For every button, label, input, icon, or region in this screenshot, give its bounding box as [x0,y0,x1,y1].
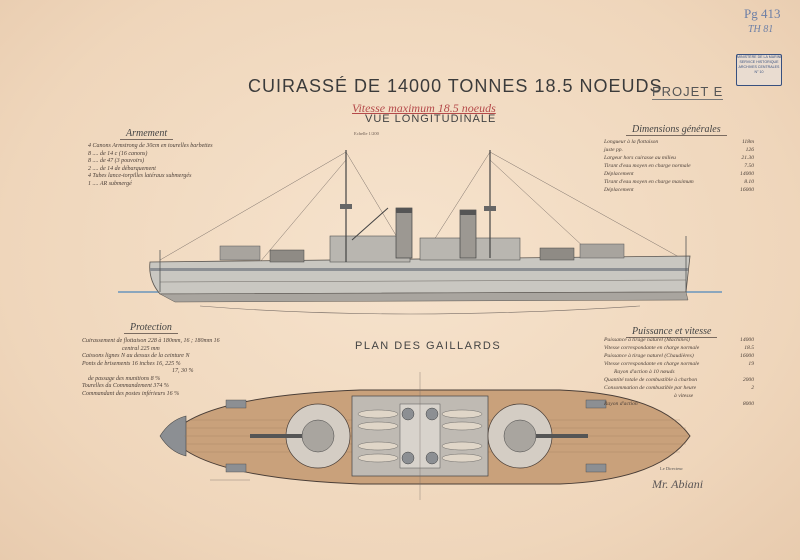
power-label: Vitesse correspondante en charge normale [604,345,700,351]
armament-line: 8 .... de 14 c (16 canons) [88,150,148,157]
power-label: Puissance à tirage naturel (Machines) [604,337,690,343]
aft-funnel [459,209,477,259]
dimensions-table: Longueur à la flottaison 118m juste pp. 12… [604,138,754,194]
power-heading: Puissance et vitesse [626,326,718,338]
protection-line: central 225 mm [122,345,160,352]
dimension-label: juste pp. [604,147,623,153]
power-row: Puissance à tirage naturel (Machines) 140… [604,336,754,344]
power-row: Consommation de combustible par heure 2 [604,384,754,392]
armament-line: 4 Tubes lance-torpilles latéraux submerg… [88,173,192,179]
power-label: Quantité totale de combustible à charbon [604,377,698,383]
plan-title: PLAN DES GAILLARDS [355,340,502,352]
stamp-line: N° 10 [754,70,764,74]
protection-list: Cuirassement de flottaison 228 à 180mm, … [82,338,220,398]
stamp-line: ARCHIVES CENTRALES [738,65,780,69]
armament-line: 4 Canons Armstrong de 30cm en tourelles … [88,143,213,149]
dimension-label: Déplacement [604,171,634,177]
power-value: 2000 [742,377,754,383]
power-row: à vitesse [604,392,754,400]
power-row: Vitesse correspondante en charge normale… [604,344,754,352]
power-label: Vitesse correspondante en charge normale [604,361,700,367]
protection-line: Caissons lignes N au dessus de la ceintu… [82,353,190,359]
protection-line: Ponts de brisements 16 inches 16, 225 % [82,360,181,367]
dimension-value: 7.50 [744,163,754,169]
dimension-row: Tirant d'eau moyen en charge maximum 8.10 [604,178,754,186]
signature: Mr. Abiani [652,477,704,491]
stamp-line: SERVICE HISTORIQUE [739,60,779,64]
power-row: Puissance à tirage naturel (Chaudières) 1… [604,352,754,360]
power-label: Consommation de combustible par heure [604,385,697,391]
plan-view [159,372,691,500]
dimension-label: Largeur hors cuirasse au milieu [604,155,676,161]
signature-caption: Le Directeur [660,466,683,471]
view-label: VUE LONGITUDINALE [365,113,497,125]
armament-heading: Armement [120,128,174,140]
archive-reference: Pg 413 [744,6,781,21]
protection-line: Commandant des postes inférieurs 16 % [82,390,180,397]
power-label: Rayon d'action [604,401,638,407]
dimension-value: 118m [741,139,754,145]
dimensions-heading: Dimensions générales [626,124,727,136]
power-value: 18.5 [744,345,754,351]
armament-line: 1 .... AR submergé [88,180,132,187]
power-table: Puissance à tirage naturel (Machines) 140… [604,336,754,408]
power-label: Puissance à tirage naturel (Chaudières) [604,353,694,359]
dimension-label: Longueur à la flottaison [604,139,659,145]
hull-side-view [149,150,691,303]
armament-line: 8 .... de 47 (3 pouvoirs) [88,158,145,164]
dimension-row: Déplacement 16000 [604,186,754,194]
protection-heading: Protection [124,322,178,334]
dimension-row: Largeur hors cuirasse au milieu 21.30 [604,154,754,162]
fore-funnel [395,207,413,259]
scale-label: Echelle 1/200 [354,131,379,136]
armament-line: 2 .... de 14 de débarquement [88,165,156,172]
power-row: Rayon d'action 8000 [604,400,754,408]
power-label: Rayon d'action à 10 nœuds [614,369,675,375]
power-row: Quantité totale de combustible à charbon… [604,376,754,384]
protection-line: 17, 30 % [172,368,194,374]
stamp-line: MINISTÈRE DE LA MARINE [737,55,781,59]
protection-line: Tourelles du Commandement 374 % [82,383,169,389]
project-label: PROJET E [652,84,724,100]
power-value: 2 [751,385,754,391]
drawing-title: CUIRASSÉ DE 14000 TONNES 18.5 NOEUDS [248,76,663,96]
protection-line: Cuirassement de flottaison 228 à 180mm, … [82,338,220,344]
dimension-row: Déplacement 14000 [604,170,754,178]
dimension-value: 16000 [740,187,754,193]
dimension-value: 21.30 [741,155,754,161]
protection-line: de passage des munitions 8 % [88,375,161,382]
power-value: 16000 [740,353,754,359]
power-value: 19 [748,361,754,367]
power-value: 8000 [742,401,754,407]
dimension-row: juste pp. 126 [604,146,754,154]
drawing-subtitle: Vitesse maximum 18.5 noeuds [352,101,496,115]
dimension-label: Tirant d'eau moyen en charge normale [604,163,691,169]
power-row: Vitesse correspondante en charge normale… [604,360,754,368]
keel-line [199,305,641,315]
power-value: 14000 [740,337,754,343]
dimension-value: 8.10 [744,179,754,185]
dimension-label: Tirant d'eau moyen en charge maximum [604,179,694,185]
dimension-label: Déplacement [604,187,634,193]
dimension-value: 14000 [740,171,754,177]
dimension-row: Tirant d'eau moyen en charge normale 7.50 [604,162,754,170]
power-label: à vitesse [674,393,694,399]
archive-stamp: MINISTÈRE DE LA MARINE SERVICE HISTORIQU… [736,54,782,86]
power-row: Rayon d'action à 10 nœuds [604,368,754,376]
armament-list: 4 Canons Armstrong de 30cm en tourelles … [88,143,213,188]
dimension-row: Longueur à la flottaison 118m [604,138,754,146]
dimension-value: 126 [745,147,754,153]
archive-reference-sub: TH 81 [748,24,774,35]
